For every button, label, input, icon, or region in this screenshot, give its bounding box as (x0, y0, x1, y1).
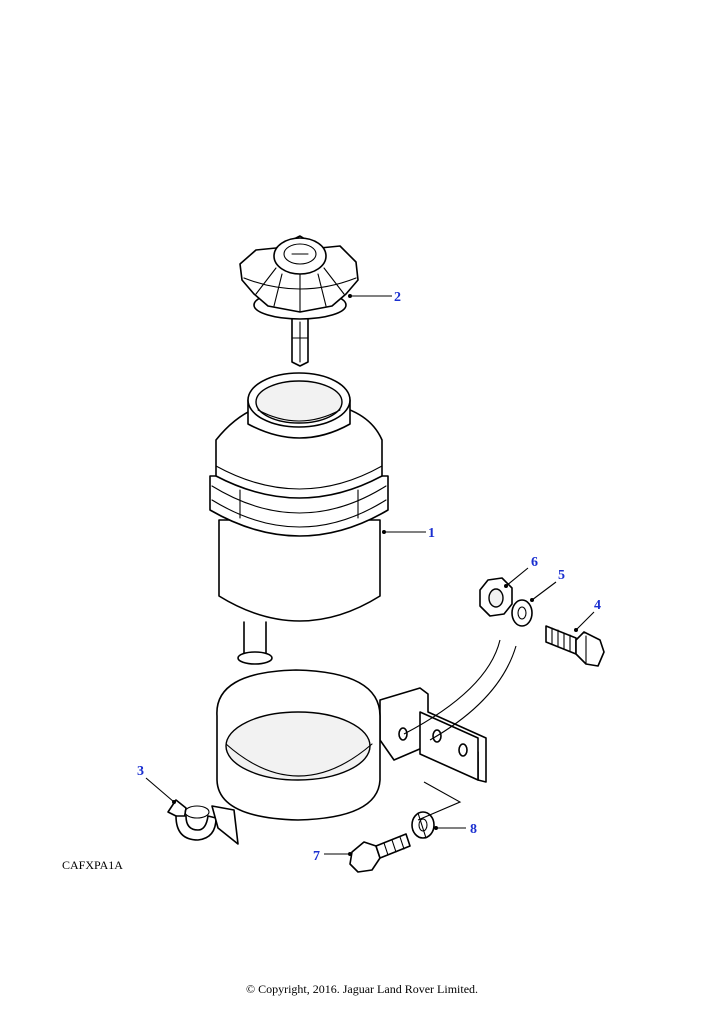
callout-5[interactable]: 5 (558, 568, 565, 583)
hose-clip (167, 799, 239, 845)
callout-7[interactable]: 7 (313, 849, 320, 864)
assembly-guide-line (417, 781, 462, 821)
bolt-upper (545, 625, 605, 667)
mounting-bracket (216, 669, 487, 821)
copyright-notice: © Copyright, 2016. Jaguar Land Rover Lim… (245, 982, 479, 996)
callout-6[interactable]: 6 (531, 555, 538, 570)
bolt-lower (349, 833, 411, 873)
callout-3[interactable]: 3 (137, 764, 144, 779)
callout-4[interactable]: 4 (594, 598, 601, 613)
assembly-guide-line (403, 639, 501, 735)
assembly-guide-line (429, 645, 517, 741)
nut (479, 577, 513, 617)
callout-8[interactable]: 8 (470, 822, 477, 837)
callout-2[interactable]: 2 (394, 290, 401, 305)
fluid-reservoir (209, 372, 389, 665)
callout-1[interactable]: 1 (428, 526, 435, 541)
reservoir-cap (239, 235, 359, 367)
washer (511, 599, 533, 627)
spring-washer (411, 811, 435, 839)
diagram-reference-code: CAFXPA1A (62, 858, 123, 872)
leader-lines (145, 294, 595, 856)
